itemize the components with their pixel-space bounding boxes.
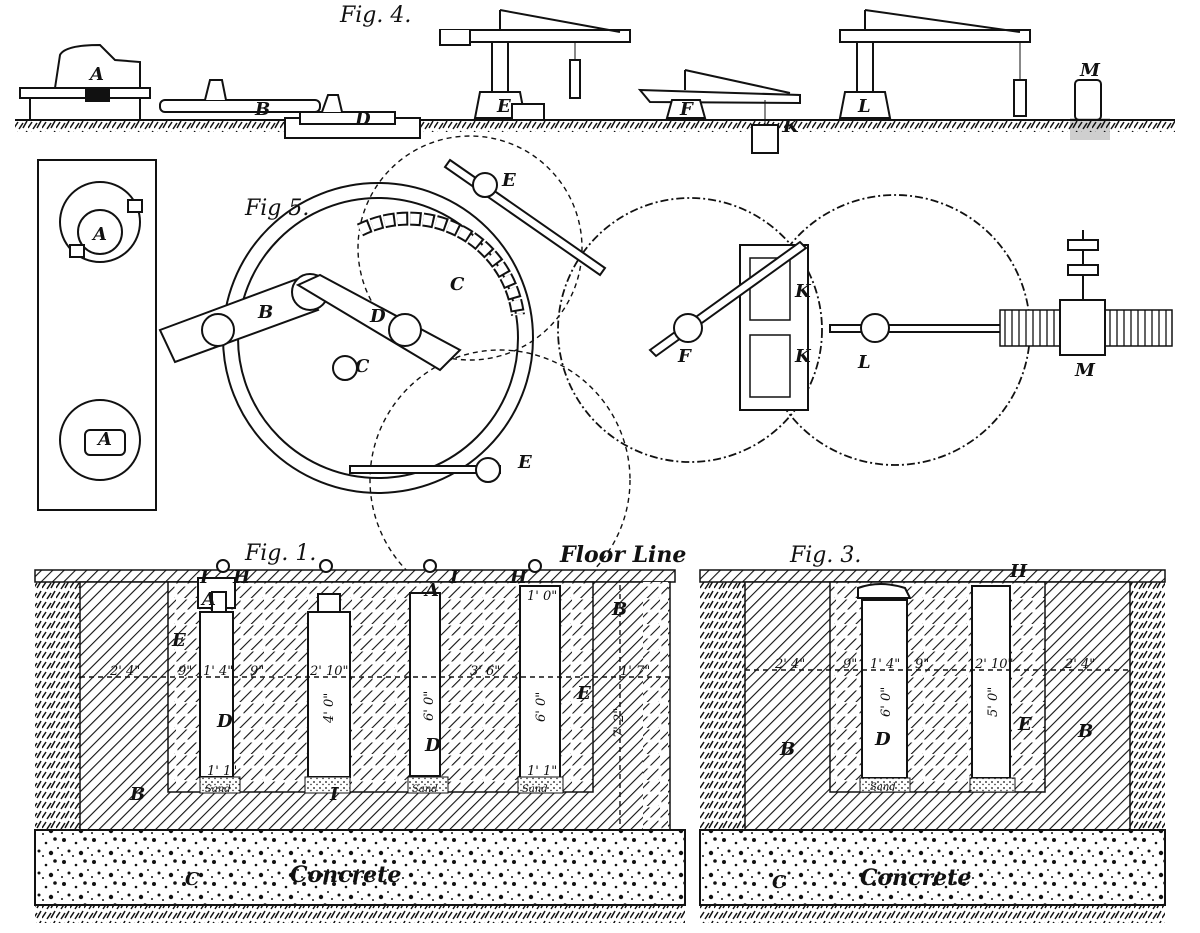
svg-text:L: L (857, 96, 871, 117)
svg-text:B: B (254, 99, 270, 120)
svg-text:9": 9" (250, 664, 264, 679)
crane-f: F K (637, 69, 801, 154)
svg-text:1' 0": 1' 0" (527, 589, 557, 604)
svg-text:D: D (874, 729, 891, 750)
fig5-plan: Fig 5. A A C C B D E (37, 135, 1173, 611)
svg-text:B: B (779, 739, 795, 760)
concrete-label-fig3: Concrete (860, 865, 971, 891)
svg-text:A: A (96, 429, 112, 450)
svg-text:E: E (1017, 714, 1032, 735)
svg-text:7' 2": 7' 2" (612, 708, 627, 738)
fig4-elevation: Fig. 4. A B D (15, 3, 1175, 154)
svg-text:1' 4": 1' 4" (203, 664, 233, 679)
svg-text:6' 0": 6' 0" (422, 691, 437, 721)
svg-text:Sand: Sand (522, 784, 548, 795)
svg-text:H: H (509, 567, 528, 588)
ground-line (15, 120, 1175, 132)
svg-text:9": 9" (843, 657, 857, 672)
fig1-title: Fig. 1. (244, 541, 316, 566)
crane-e-plan: E E (349, 158, 607, 483)
fig4-title: Fig. 4. (339, 3, 411, 28)
plan-panel-a (37, 159, 157, 511)
svg-text:C: C (355, 356, 370, 377)
svg-text:B: B (129, 784, 145, 805)
svg-text:B: B (1077, 721, 1093, 742)
svg-text:E: E (501, 170, 516, 191)
svg-text:5' 0": 5' 0" (986, 687, 1001, 717)
arm-d: D (295, 273, 462, 381)
fig3-title: Fig. 3. (789, 543, 861, 568)
svg-text:A: A (91, 224, 107, 245)
svg-text:H: H (232, 567, 251, 588)
svg-text:C: C (185, 869, 200, 890)
svg-text:K: K (782, 116, 800, 137)
svg-text:I: I (329, 784, 339, 805)
svg-text:E: E (576, 683, 591, 704)
svg-text:9": 9" (915, 657, 929, 672)
crane-l-plan: L M (829, 230, 1173, 381)
svg-text:1' 1": 1' 1" (207, 764, 237, 779)
svg-text:A: A (200, 589, 216, 610)
pit-d: D (284, 94, 421, 139)
svg-text:D: D (369, 306, 386, 327)
svg-text:I: I (449, 567, 459, 588)
machine-a: A (19, 43, 151, 120)
svg-text:2' 10": 2' 10" (974, 657, 1014, 672)
svg-text:K: K (794, 281, 812, 302)
table-b: B (159, 79, 321, 120)
svg-text:C: C (772, 872, 787, 893)
svg-text:H: H (1009, 561, 1028, 582)
svg-text:D: D (354, 109, 371, 130)
svg-text:9": 9" (178, 664, 192, 679)
fig5-title: Fig 5. (244, 196, 309, 221)
crane-e: E (439, 9, 631, 121)
svg-text:E: E (171, 630, 186, 651)
svg-text:3' 6": 3' 6" (470, 664, 500, 679)
svg-text:D: D (424, 735, 441, 756)
crane-l: L (838, 9, 1031, 119)
svg-text:A: A (88, 64, 104, 85)
concrete-label: Concrete (290, 862, 401, 888)
flasks-fig1 (197, 577, 564, 794)
svg-text:B: B (611, 599, 627, 620)
svg-text:2' 10": 2' 10" (309, 664, 349, 679)
crane-f-plan: F K K (648, 240, 812, 411)
svg-text:Sand: Sand (870, 782, 896, 793)
svg-text:Sand: Sand (205, 784, 231, 795)
svg-text:1' 7": 1' 7" (620, 664, 650, 679)
svg-text:1' 1": 1' 1" (527, 764, 557, 779)
svg-text:4' 0": 4' 0" (322, 693, 337, 724)
svg-text:2' 4": 2' 4" (1064, 657, 1095, 672)
flasks-fig3 (857, 583, 1016, 793)
svg-text:E: E (496, 96, 511, 117)
svg-text:2' 4": 2' 4" (774, 657, 805, 672)
svg-text:2' 4": 2' 4" (109, 664, 140, 679)
svg-text:Sand: Sand (412, 784, 438, 795)
svg-text:L: L (857, 352, 871, 373)
machine-m: M (1070, 60, 1110, 140)
svg-text:F: F (677, 346, 692, 367)
svg-text:M: M (1079, 60, 1101, 81)
floor-line-label: Floor Line (559, 542, 686, 568)
svg-text:C: C (450, 274, 465, 295)
svg-text:F: F (679, 99, 694, 120)
fig3-section: Concrete H D E B B C Sand 2' 4" 9" 1' 4"… (699, 543, 1166, 923)
svg-text:M: M (1074, 360, 1096, 381)
svg-text:D: D (216, 711, 233, 732)
svg-text:B: B (257, 302, 273, 323)
svg-text:I: I (199, 567, 209, 588)
svg-text:6' 0": 6' 0" (879, 687, 894, 717)
svg-text:A: A (423, 580, 439, 601)
svg-text:K: K (794, 346, 812, 367)
svg-text:E: E (517, 452, 532, 473)
svg-text:6' 0": 6' 0" (534, 692, 549, 722)
svg-text:1' 4": 1' 4" (870, 657, 900, 672)
fig1-section: Concrete I H I H A A E E D D B B C I San… (34, 541, 686, 923)
